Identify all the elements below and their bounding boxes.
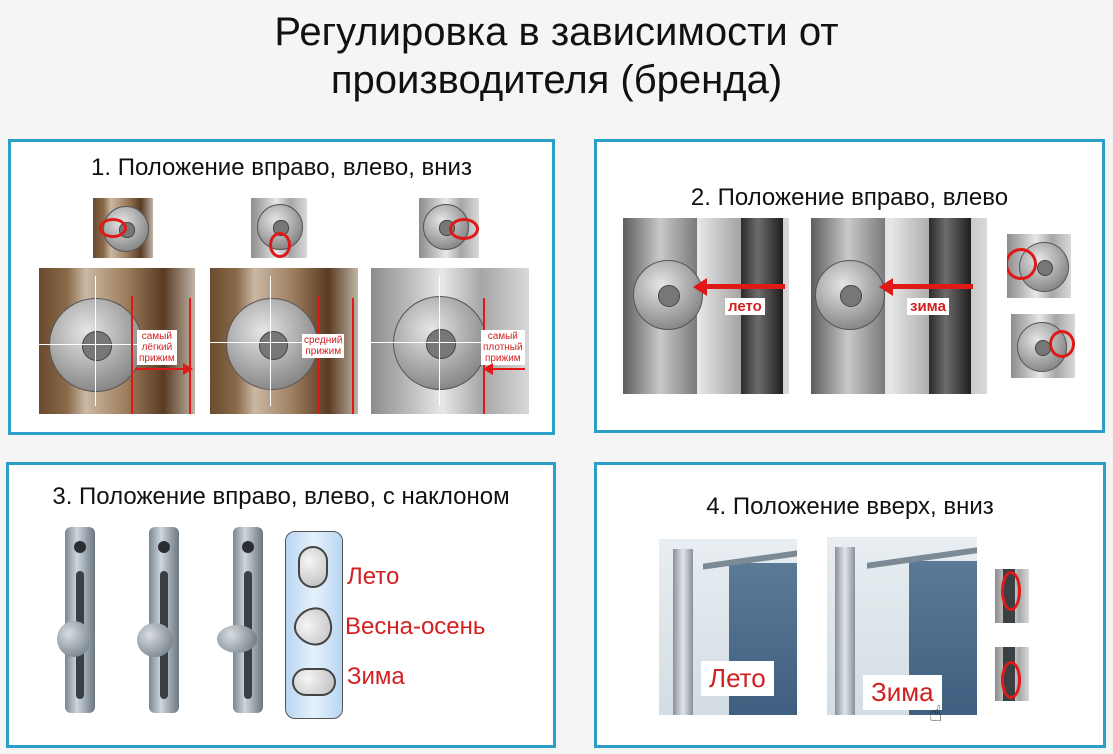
photo-summer-position: лето (623, 218, 789, 394)
highlight-ring (269, 232, 291, 258)
panel-4-title: 4. Положение вверх, вниз (706, 493, 994, 520)
cam-oval-3 (217, 625, 257, 653)
season-spring-autumn: Весна-осень (345, 613, 486, 640)
hand-cursor-icon: ☝ (929, 701, 943, 726)
photo-tight-pressure: самый плотный прижим (371, 268, 529, 414)
thumb-cam-right (1011, 314, 1075, 378)
panel-left-right-down: 1. Положение вправо, влево, вниз самый л… (8, 139, 555, 435)
panel-1-title: 1. Положение вправо, влево, вниз (91, 154, 472, 181)
highlight-ring (1049, 330, 1075, 358)
title-line-2: производителя (бренда) (330, 58, 783, 102)
summer-label: лето (725, 298, 765, 315)
photo-medium-pressure: средний прижим (210, 268, 358, 414)
pressure-label-light: самый лёгкий прижим (137, 330, 177, 365)
cam-round-2 (137, 623, 173, 657)
panel-left-right-tilt: 3. Положение вправо, влево, с наклоном Л… (6, 462, 556, 748)
thumb-1 (93, 198, 153, 258)
photo-winter-window (827, 537, 977, 715)
highlight-ring (1001, 571, 1021, 611)
thumb-2 (251, 198, 307, 258)
striker-plate-3 (233, 527, 263, 713)
panel-2-title: 2. Положение вправо, влево (690, 184, 1009, 211)
photo-light-pressure: самый лёгкий прижим (39, 268, 195, 414)
title-line-1: Регулировка в зависимости от (274, 10, 839, 54)
cam-round-1 (57, 621, 91, 657)
oval-tilted (287, 600, 341, 654)
position-diagram (285, 531, 343, 719)
thumb-hook-down (995, 647, 1029, 701)
oval-horizontal (292, 668, 336, 696)
thumb-hook-up (995, 569, 1029, 623)
pressure-label-tight: самый плотный прижим (481, 330, 525, 365)
season-winter: Зима (347, 663, 405, 690)
panel-3-title: 3. Положение вправо, влево, с наклоном (52, 483, 510, 510)
highlight-ring (99, 218, 127, 238)
pressure-label-medium: средний прижим (302, 334, 345, 358)
highlight-ring (1007, 248, 1037, 280)
summer-label-window: Лето (701, 661, 774, 696)
panel-left-right: 2. Положение вправо, влево лето зима (594, 139, 1105, 433)
highlight-ring (449, 218, 479, 240)
thumb-3 (419, 198, 479, 258)
oval-vertical (298, 546, 328, 588)
page-title: Регулировка в зависимости от производите… (0, 8, 1113, 104)
thumb-cam-left (1007, 234, 1071, 298)
winter-label-window: Зима (863, 675, 942, 710)
striker-plate-1 (65, 527, 95, 713)
highlight-ring (1001, 661, 1021, 699)
photo-winter-position: зима (811, 218, 987, 394)
season-summer: Лето (347, 563, 400, 590)
striker-plate-2 (149, 527, 179, 713)
panel-up-down: 4. Положение вверх, вниз Лето Зима ☝ (594, 462, 1106, 748)
winter-label: зима (907, 298, 949, 315)
